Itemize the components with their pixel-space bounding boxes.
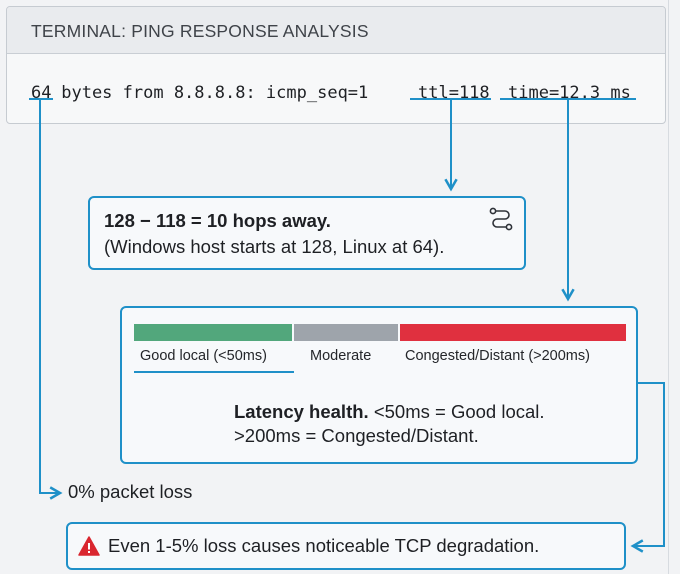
latency-segment-good — [134, 324, 292, 341]
bytes-to-loss-arrow — [39, 99, 63, 500]
latency-text: Latency health. <50ms = Good local. >200… — [234, 400, 545, 448]
hops-detail: (Windows host starts at 128, Linux at 64… — [104, 236, 445, 257]
latency-label-congested: Congested/Distant (>200ms) — [405, 348, 590, 364]
hops-bold: 128 − 118 = 10 hops away. — [104, 210, 331, 231]
latency-bold: Latency health. — [234, 401, 369, 422]
packet-loss-label: 0% packet loss — [68, 481, 193, 502]
latency-callout: Good local (<50ms) Moderate Congested/Di… — [120, 306, 638, 464]
good-local-underline — [134, 371, 294, 373]
from-token: bytes from 8.8.8.8: icmp_seq=1 — [51, 83, 379, 103]
warning-icon — [78, 536, 100, 556]
latency-segment-congested — [400, 324, 626, 341]
latency-segment-moderate — [294, 324, 398, 341]
warning-text: Even 1-5% loss causes noticeable TCP deg… — [108, 535, 540, 556]
latency-line2: >200ms = Congested/Distant. — [234, 425, 479, 446]
latency-label-moderate: Moderate — [310, 348, 372, 364]
hops-text: 128 − 118 = 10 hops away. (Windows host … — [104, 208, 444, 260]
latency-line1: <50ms = Good local. — [368, 401, 545, 422]
terminal-title: TERMINAL: PING RESPONSE ANALYSIS — [7, 7, 665, 54]
right-divider — [668, 0, 669, 574]
warning-callout: Even 1-5% loss causes noticeable TCP deg… — [66, 522, 626, 570]
route-icon — [489, 207, 513, 231]
latency-to-warning-arrow — [630, 382, 665, 553]
latency-label-good: Good local (<50ms) — [140, 348, 267, 364]
hops-callout: 128 − 118 = 10 hops away. (Windows host … — [88, 196, 526, 270]
